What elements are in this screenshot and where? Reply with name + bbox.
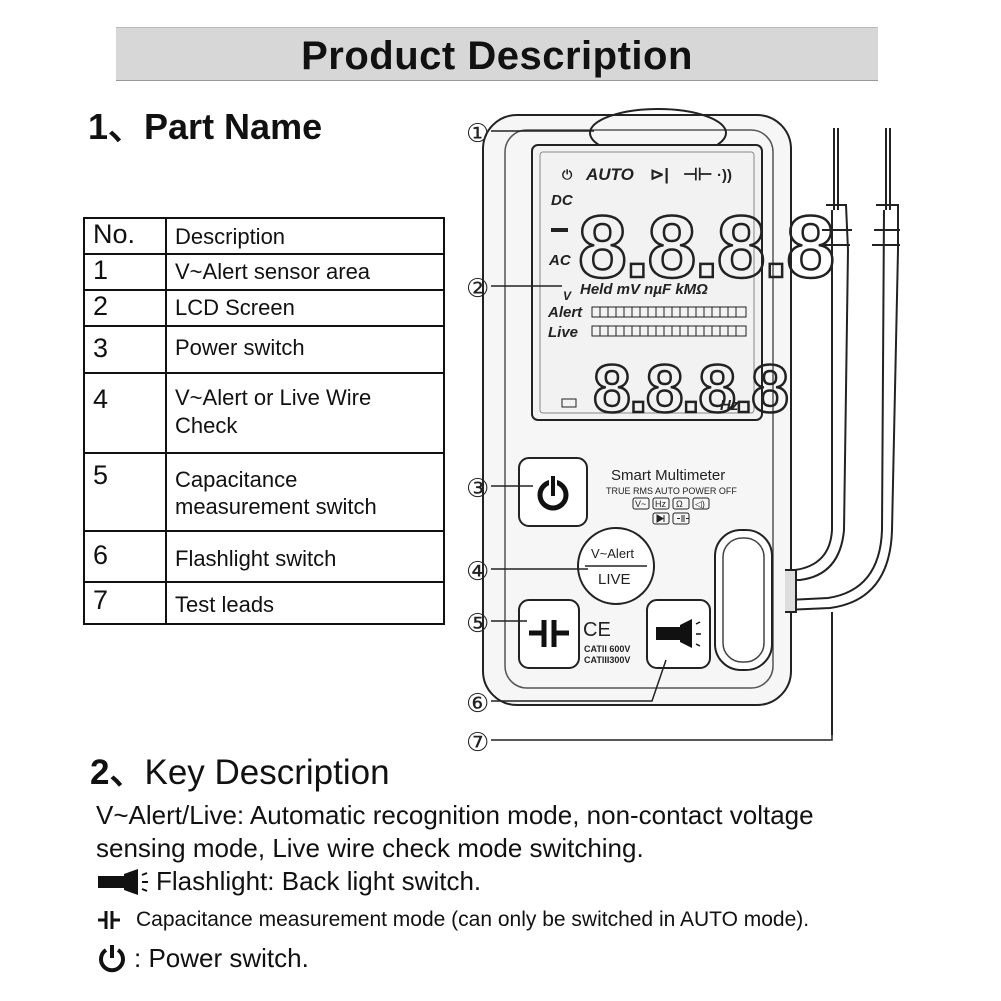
key-description-heading: 2、Key Description: [90, 744, 390, 795]
table-row: 2 LCD Screen: [83, 289, 445, 327]
key-description-title: Key Description: [144, 753, 390, 792]
row-no: 5: [83, 452, 167, 532]
part-name-heading: 1、Part Name: [88, 106, 323, 147]
power-description: : Power switch.: [96, 942, 309, 974]
lcd-alert: Alert: [547, 304, 583, 321]
valert-description: V~Alert/Live: Automatic recognition mode…: [96, 799, 814, 865]
table-row: 6 Flashlight switch: [83, 530, 445, 583]
hz-icon: Hz: [655, 499, 666, 509]
table-row: 7 Test leads: [83, 581, 445, 625]
test-leads: [784, 128, 900, 735]
brand-name: Smart Multimeter: [611, 467, 725, 484]
svg-text:⏻: ⏻: [562, 167, 573, 182]
row-desc: V~Alert sensor area: [165, 253, 445, 291]
row-no: 7: [83, 581, 167, 625]
lcd-screen: [531, 144, 763, 421]
lcd-live: Live: [548, 324, 578, 341]
lcd-main-digits: 8.8.8.8: [578, 197, 833, 296]
row-no: 6: [83, 530, 167, 583]
flashlight-description: Flashlight: Back light switch.: [96, 866, 481, 897]
flashlight-window: [714, 529, 773, 671]
svg-text:·)): ·)): [717, 167, 732, 184]
row-desc-line: measurement switch: [175, 494, 377, 519]
lcd-hz: Hz: [720, 397, 739, 414]
cat-rating-2: CATIII300V: [584, 655, 630, 665]
svg-text:⊳|: ⊳|: [650, 165, 669, 184]
table-row: 5 Capacitance measurement switch: [83, 452, 445, 532]
row-desc-line: V~Alert or Live Wire: [175, 385, 372, 410]
header-description: Description: [165, 217, 445, 255]
row-no: 4: [83, 372, 167, 454]
lcd-bar-graph: [561, 306, 747, 408]
lcd-dc: DC: [551, 192, 574, 209]
row-desc: Flashlight switch: [165, 530, 445, 583]
flashlight-text: Flashlight: Back light switch.: [156, 866, 482, 896]
title-banner: Product Description: [116, 27, 878, 81]
table-header-row: No. Description: [83, 217, 445, 255]
lcd-auto: AUTO: [585, 165, 634, 184]
v-alert-label: V~Alert: [591, 546, 634, 561]
callout-4: ④: [466, 557, 489, 587]
row-desc: Capacitance measurement switch: [165, 452, 445, 532]
ohm-icon: Ω: [676, 499, 683, 509]
capacitance-text: Capacitance measurement mode (can only b…: [136, 908, 810, 931]
row-no: 1: [83, 253, 167, 291]
row-desc: LCD Screen: [165, 289, 445, 327]
power-icon: [99, 945, 125, 973]
capacitance-button[interactable]: [518, 599, 580, 669]
volt-icon: V~: [635, 499, 646, 509]
capacitance-description: Capacitance measurement mode (can only b…: [96, 908, 809, 932]
buzzer-icon: ◁): [695, 499, 705, 509]
live-label: LIVE: [598, 571, 631, 588]
callout-5: ⑤: [466, 609, 489, 639]
callout-6: ⑥: [466, 689, 489, 719]
valert-line-2: sensing mode, Live wire check mode switc…: [96, 833, 644, 863]
header-no: No.: [83, 217, 167, 255]
row-no: 3: [83, 325, 167, 374]
table-row: 3 Power switch: [83, 325, 445, 374]
ce-mark: CE: [583, 619, 611, 641]
capacitor-icon: [98, 911, 120, 929]
row-no: 2: [83, 289, 167, 327]
capacitor-icon: [677, 515, 689, 522]
key-description-num: 2、: [90, 753, 145, 792]
valert-line-1: V~Alert/Live: Automatic recognition mode…: [96, 800, 814, 830]
part-table: No. Description 1 V~Alert sensor area 2 …: [83, 217, 445, 625]
callout-2: ②: [466, 274, 489, 304]
v-alert-live-button[interactable]: V~Alert LIVE: [577, 527, 655, 605]
svg-text:⊣⊢: ⊣⊢: [683, 165, 713, 184]
callout-lines: [491, 130, 833, 741]
cat-rating-1: CATII 600V: [584, 644, 630, 654]
row-desc: Test leads: [165, 581, 445, 625]
lcd-units: Held mV nµF kMΩ: [580, 281, 708, 298]
callout-1: ①: [466, 119, 489, 149]
lcd-ac: AC: [548, 252, 572, 269]
power-text: : Power switch.: [134, 942, 309, 973]
power-button[interactable]: [518, 457, 588, 527]
table-row: 4 V~Alert or Live Wire Check: [83, 372, 445, 454]
callout-3: ③: [466, 474, 489, 504]
brand-sub: TRUE RMS AUTO POWER OFF: [606, 486, 737, 496]
row-desc: Power switch: [165, 325, 445, 374]
flashlight-icon: [98, 868, 148, 895]
lcd-sub-digits: 8.8.8.8: [593, 351, 787, 427]
page-title: Product Description: [301, 34, 693, 78]
table-row: 1 V~Alert sensor area: [83, 253, 445, 291]
callout-7: ⑦: [466, 728, 489, 758]
row-desc: V~Alert or Live Wire Check: [165, 372, 445, 454]
flashlight-button[interactable]: [646, 599, 711, 669]
row-desc-line: Capacitance: [175, 467, 298, 492]
row-desc-line: Check: [175, 413, 238, 438]
diode-icon: [656, 514, 665, 523]
mode-icons: V~ Hz Ω ◁): [632, 497, 710, 525]
lcd-v: V: [563, 289, 572, 303]
